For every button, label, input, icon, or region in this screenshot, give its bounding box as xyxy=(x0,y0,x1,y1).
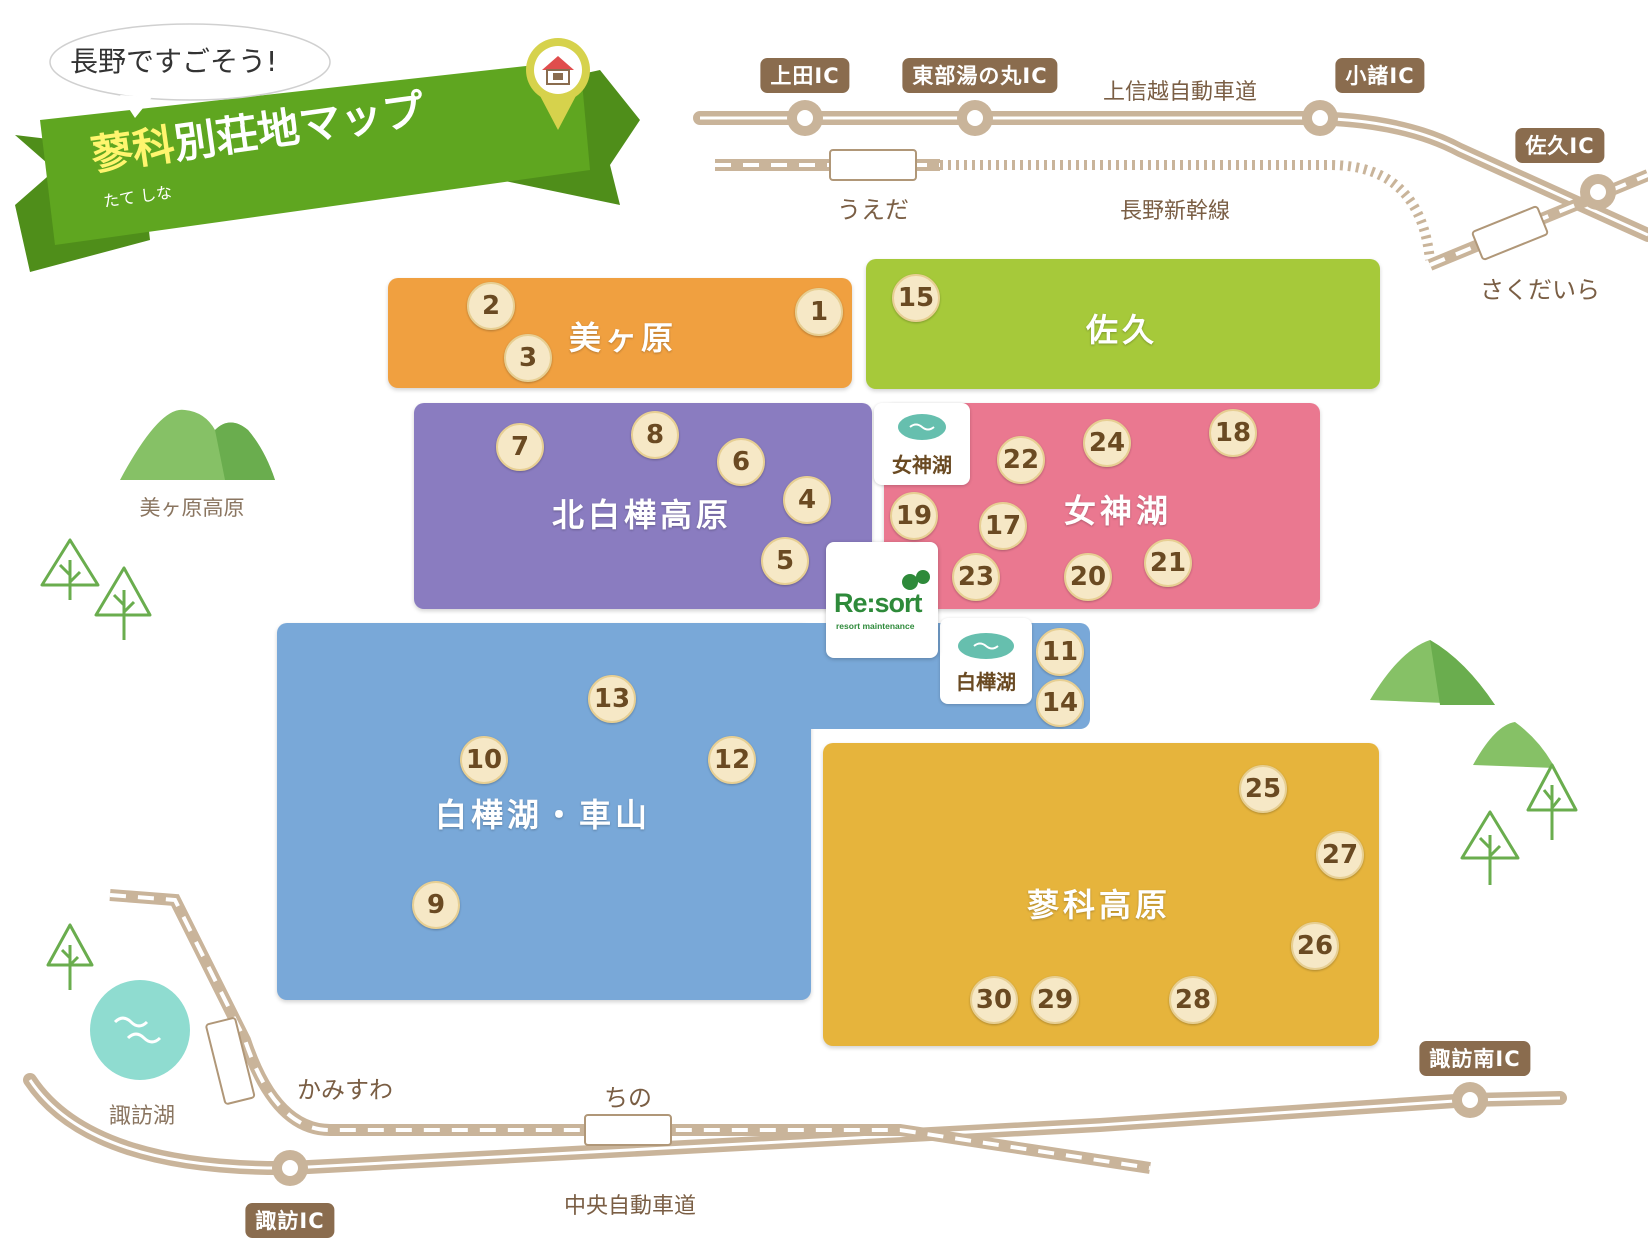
ic-badge-suwaminami: 諏訪南IC xyxy=(1419,1041,1531,1076)
lake-shirakaba-label: 白樺湖 xyxy=(956,670,1016,694)
lake-shirakaba-box: 白樺湖 xyxy=(940,618,1032,704)
property-marker[interactable]: 25 xyxy=(1239,765,1287,813)
property-marker[interactable]: 15 xyxy=(892,274,940,322)
property-marker[interactable]: 27 xyxy=(1316,831,1364,879)
property-marker[interactable]: 8 xyxy=(631,411,679,459)
property-marker[interactable]: 12 xyxy=(708,736,756,784)
property-marker[interactable]: 1 xyxy=(795,288,843,336)
lake-megami-label: 女神湖 xyxy=(892,453,952,477)
highway-label-north: 上信越自動車道 xyxy=(1102,80,1258,105)
property-marker[interactable]: 9 xyxy=(412,881,460,929)
ic-badge-tobuyunomaru: 東部湯の丸IC xyxy=(902,58,1058,93)
property-marker[interactable]: 10 xyxy=(460,736,508,784)
ic-badge-suwa: 諏訪IC xyxy=(245,1203,335,1238)
lake-shirakaba-icon xyxy=(958,633,1014,659)
property-marker[interactable]: 29 xyxy=(1031,976,1079,1024)
rail-label-north: 長野新幹線 xyxy=(1119,199,1231,224)
property-marker[interactable]: 2 xyxy=(467,282,515,330)
sakudaira-station xyxy=(1471,205,1549,261)
station-label-kamisuwa: かみすわ xyxy=(297,1076,393,1104)
region-label-megami: 女神湖 xyxy=(1063,492,1173,530)
kamisuwa-station xyxy=(205,1017,256,1105)
region-shirakaba-kurumayama[interactable]: 白樺湖・車山 xyxy=(277,623,811,1000)
region-label-shirakaba-kurumayama: 白樺湖・車山 xyxy=(434,796,652,834)
mountain-label: 美ヶ原高原 xyxy=(139,496,245,520)
property-marker[interactable]: 17 xyxy=(979,502,1027,550)
highway-label-south: 中央自動車道 xyxy=(563,1194,697,1219)
title-ribbon xyxy=(15,23,640,272)
property-marker[interactable]: 22 xyxy=(997,436,1045,484)
chino-station xyxy=(584,1114,672,1146)
property-marker[interactable]: 18 xyxy=(1209,409,1257,457)
lake-suwa-shape xyxy=(90,980,190,1080)
property-marker[interactable]: 30 xyxy=(970,976,1018,1024)
property-marker[interactable]: 21 xyxy=(1144,539,1192,587)
property-marker[interactable]: 11 xyxy=(1036,628,1084,676)
property-marker[interactable]: 26 xyxy=(1291,922,1339,970)
lake-megami-box: 女神湖 xyxy=(874,403,970,485)
property-marker[interactable]: 3 xyxy=(504,334,552,382)
mountain-icon xyxy=(120,409,275,480)
property-marker[interactable]: 23 xyxy=(952,553,1000,601)
property-marker[interactable]: 28 xyxy=(1169,976,1217,1024)
tree-icon xyxy=(40,538,1578,990)
property-marker[interactable]: 4 xyxy=(783,476,831,524)
lake-megami-icon xyxy=(898,414,946,440)
ic-badge-saku: 佐久IC xyxy=(1515,128,1605,163)
logo-mark-icon xyxy=(902,570,930,590)
title-bubble: 長野ですごそう! xyxy=(70,45,278,78)
station-label-sakudaira: さくだいら xyxy=(1480,276,1600,304)
property-marker[interactable]: 7 xyxy=(496,423,544,471)
logo-text: Re:sort xyxy=(834,588,923,618)
logo-subtext: resort maintenance xyxy=(836,621,915,631)
property-marker[interactable]: 19 xyxy=(890,492,938,540)
property-marker[interactable]: 14 xyxy=(1036,679,1084,727)
title-highlight: 蓼科 xyxy=(87,119,178,181)
ic-badge-komoro: 小諸IC xyxy=(1335,58,1425,93)
resort-logo[interactable]: Re:sort resort maintenance xyxy=(826,542,938,658)
property-marker[interactable]: 13 xyxy=(588,675,636,723)
region-label-saku: 佐久 xyxy=(1085,311,1159,349)
region-label-kitashirakaba: 北白樺高原 xyxy=(551,496,733,534)
region-tateshina[interactable]: 蓼科高原 xyxy=(823,743,1379,1046)
property-marker[interactable]: 6 xyxy=(717,438,765,486)
mountain-icon xyxy=(1370,640,1555,768)
station-label-chino: ちの xyxy=(604,1084,652,1112)
property-marker[interactable]: 5 xyxy=(761,537,809,585)
region-mitsugahara[interactable]: 美ヶ原 xyxy=(388,278,852,388)
property-marker[interactable]: 24 xyxy=(1083,419,1131,467)
station-label-ueda: うえだ xyxy=(837,196,909,224)
region-label-mitsugahara: 美ヶ原 xyxy=(568,319,678,357)
region-label-tateshina: 蓼科高原 xyxy=(1026,886,1172,924)
chuo-line xyxy=(109,889,1151,1174)
ic-badge-ueda: 上田IC xyxy=(760,58,850,93)
lake-suwa-label: 諏訪湖 xyxy=(108,1104,176,1129)
region-saku[interactable]: 佐久 xyxy=(866,259,1380,389)
property-marker[interactable]: 20 xyxy=(1064,553,1112,601)
ueda-station xyxy=(829,149,917,181)
